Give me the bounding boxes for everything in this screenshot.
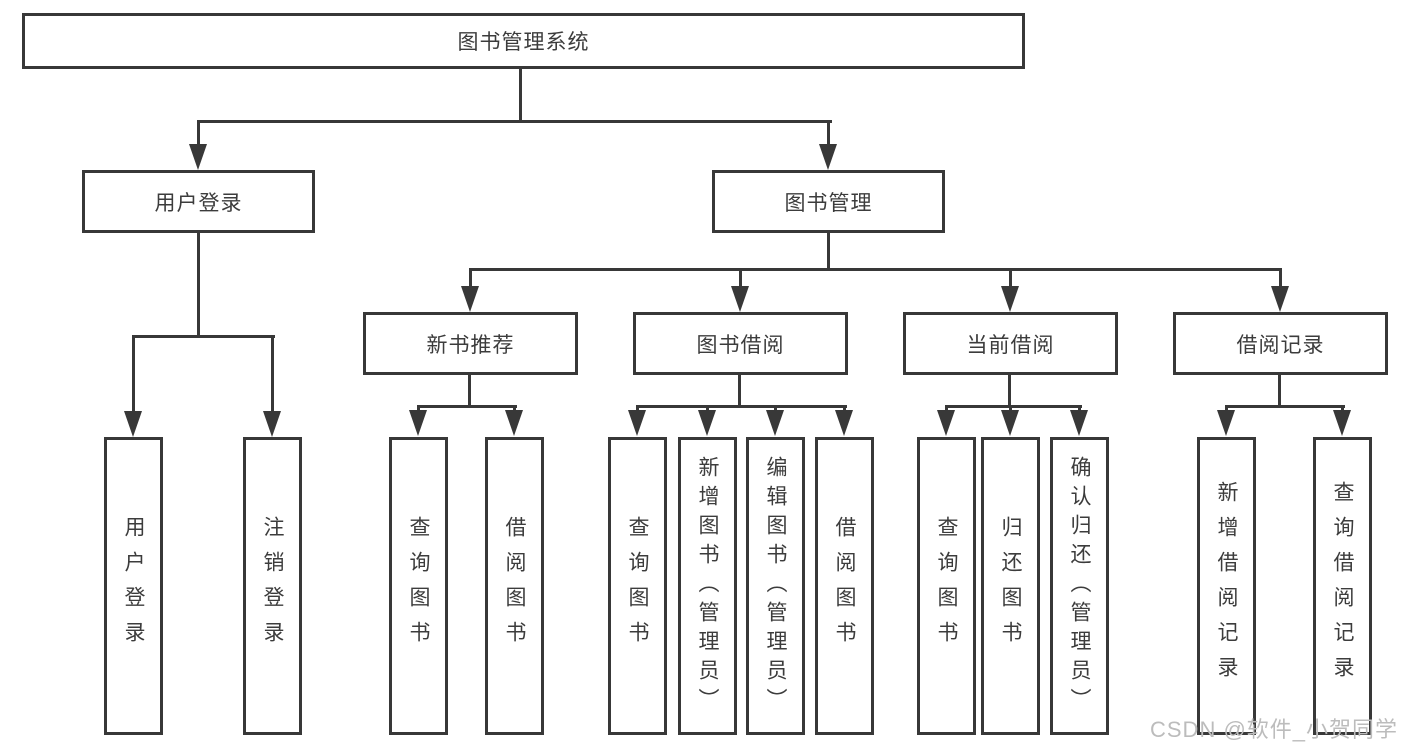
node-borrow-record-label: 借阅记录	[1236, 333, 1325, 357]
connector-vline	[738, 375, 741, 407]
connector-vline	[1008, 375, 1011, 407]
node-current-borrow-label: 当前借阅	[966, 333, 1055, 357]
connector-vline	[1278, 375, 1281, 407]
arrow-down-icon	[505, 410, 523, 436]
arrow-down-icon	[263, 411, 281, 437]
node-book-borrow-label: 图书借阅	[696, 333, 785, 357]
leaf-confirm-return-admin: 确认归还（管理员）	[1050, 437, 1109, 735]
connector-hline	[469, 268, 1282, 271]
leaf-query-books-3: 查询图书	[917, 437, 976, 735]
leaf-query-books-1: 查询图书	[389, 437, 448, 735]
leaf-borrow-books-2-label: 借阅图书	[833, 516, 856, 656]
connector-hline	[636, 405, 847, 408]
leaf-query-borrow-record-label: 查询借阅记录	[1331, 481, 1354, 691]
node-borrow-record: 借阅记录	[1173, 312, 1388, 375]
arrow-down-icon	[937, 410, 955, 436]
node-user-login: 用户登录	[82, 170, 315, 233]
arrow-down-icon	[731, 286, 749, 312]
connector-vline	[1279, 271, 1282, 289]
connector-vline	[197, 233, 200, 337]
leaf-borrow-books-2: 借阅图书	[815, 437, 874, 735]
arrow-down-icon	[1001, 286, 1019, 312]
connector-vline	[197, 122, 200, 150]
arrow-down-icon	[461, 286, 479, 312]
node-root-label: 图书管理系统	[457, 31, 590, 54]
arrow-down-icon	[835, 410, 853, 436]
leaf-add-books-admin: 新增图书（管理员）	[678, 437, 737, 735]
connector-vline	[1009, 271, 1012, 289]
leaf-query-borrow-record: 查询借阅记录	[1313, 437, 1372, 735]
leaf-query-books-1-label: 查询图书	[407, 516, 430, 656]
node-new-book-recommend-label: 新书推荐	[426, 333, 515, 357]
node-current-borrow: 当前借阅	[903, 312, 1118, 375]
connector-hline	[132, 335, 275, 338]
leaf-query-books-3-label: 查询图书	[935, 516, 958, 656]
leaf-edit-books-admin: 编辑图书（管理员）	[746, 437, 805, 735]
leaf-borrow-books-1: 借阅图书	[485, 437, 544, 735]
arrow-down-icon	[628, 410, 646, 436]
leaf-query-books-2-label: 查询图书	[626, 516, 649, 656]
node-user-login-label: 用户登录	[154, 191, 243, 215]
arrow-down-icon	[1217, 410, 1235, 436]
arrow-down-icon	[1070, 410, 1088, 436]
arrow-down-icon	[124, 411, 142, 437]
connector-vline	[519, 69, 522, 122]
leaf-add-borrow-record: 新增借阅记录	[1197, 437, 1256, 735]
connector-hline	[945, 405, 1082, 408]
leaf-return-books: 归还图书	[981, 437, 1040, 735]
connector-vline	[827, 122, 830, 150]
arrow-down-icon	[1333, 410, 1351, 436]
node-book-management: 图书管理	[712, 170, 945, 233]
arrow-down-icon	[409, 410, 427, 436]
arrow-down-icon	[1001, 410, 1019, 436]
leaf-user-login-label: 用户登录	[122, 516, 145, 656]
connector-vline	[132, 338, 135, 414]
leaf-return-books-label: 归还图书	[999, 516, 1022, 656]
watermark: CSDN @软件_小贺同学	[1150, 717, 1399, 742]
node-book-borrow: 图书借阅	[633, 312, 848, 375]
leaf-add-borrow-record-label: 新增借阅记录	[1215, 481, 1238, 691]
connector-vline	[468, 375, 471, 407]
arrow-down-icon	[766, 410, 784, 436]
leaf-query-books-2: 查询图书	[608, 437, 667, 735]
connector-hline	[197, 120, 832, 123]
leaf-edit-books-admin-label: 编辑图书（管理员）	[764, 455, 787, 717]
connector-vline	[739, 271, 742, 289]
leaf-confirm-return-admin-label: 确认归还（管理员）	[1068, 455, 1091, 717]
connector-vline	[271, 338, 274, 414]
leaf-borrow-books-1-label: 借阅图书	[503, 516, 526, 656]
connector-vline	[469, 271, 472, 289]
connector-hline	[1225, 405, 1345, 408]
node-new-book-recommend: 新书推荐	[363, 312, 578, 375]
leaf-logout: 注销登录	[243, 437, 302, 735]
arrow-down-icon	[1271, 286, 1289, 312]
connector-vline	[827, 233, 830, 270]
leaf-logout-label: 注销登录	[261, 516, 284, 656]
arrow-down-icon	[698, 410, 716, 436]
arrow-down-icon	[189, 144, 207, 170]
node-root: 图书管理系统	[22, 13, 1025, 69]
leaf-user-login: 用户登录	[104, 437, 163, 735]
arrow-down-icon	[819, 144, 837, 170]
connector-hline	[417, 405, 517, 408]
node-book-management-label: 图书管理	[784, 191, 873, 215]
leaf-add-books-admin-label: 新增图书（管理员）	[696, 455, 719, 717]
